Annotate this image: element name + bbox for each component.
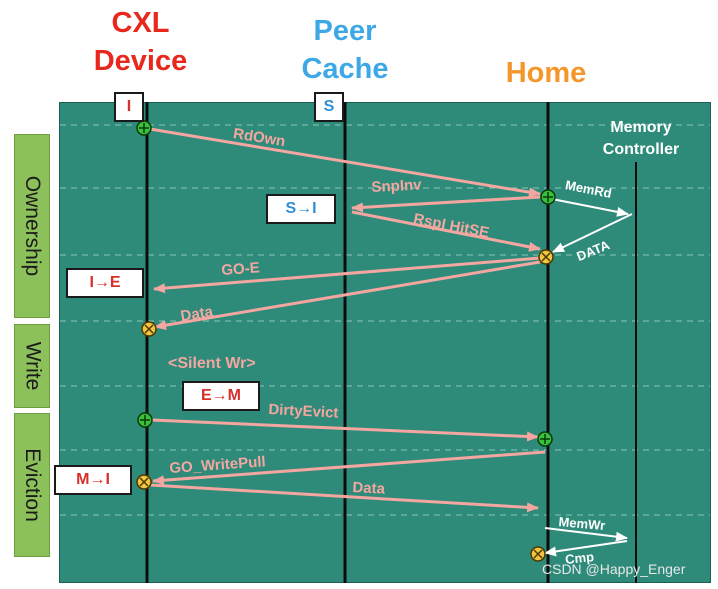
device-initial-state: I xyxy=(114,92,144,122)
memory-controller-label: Memory Controller xyxy=(602,119,680,158)
data1-arrow xyxy=(154,260,541,331)
phase-write: Write xyxy=(14,324,50,408)
peer-initial-state: S xyxy=(314,92,344,122)
dirtyevict-label: DirtyEvict xyxy=(268,401,339,422)
data2-label: Data xyxy=(352,479,386,498)
diagram-panel xyxy=(59,102,711,583)
memrd-arrow xyxy=(551,198,629,217)
home-header: Home xyxy=(505,57,587,89)
send-marker xyxy=(540,189,556,205)
receive-marker xyxy=(136,474,152,490)
gowritepull-arrow xyxy=(152,450,546,486)
phase-eviction: Eviction xyxy=(14,413,50,557)
device-state-change-em: E→M xyxy=(182,381,260,411)
cxl-device-header: CXL Device xyxy=(93,7,188,77)
send-marker xyxy=(537,431,553,447)
rdown-arrow xyxy=(149,127,541,198)
rspi-arrow xyxy=(351,210,541,252)
phase-ownership: Ownership xyxy=(14,134,50,318)
device-state-change-ie: I→E xyxy=(66,268,144,298)
goe-label: GO-E xyxy=(220,259,261,279)
peer-cache-header: Peer Cache xyxy=(301,15,389,85)
cmp-arrow xyxy=(544,540,628,557)
send-marker xyxy=(137,412,153,428)
mem-data-arrow xyxy=(552,213,633,253)
snpinv-label: SnpInv xyxy=(371,176,422,196)
goe-arrow xyxy=(153,256,541,294)
watermark: CSDN @Happy_Enger xyxy=(542,561,686,577)
snpinv-arrow xyxy=(351,195,541,213)
device-state-change-mi: M→I xyxy=(54,465,132,495)
peer-state-change: S→I xyxy=(266,194,336,224)
data2-arrow xyxy=(149,483,539,513)
receive-marker xyxy=(530,546,546,562)
silent-write-label: <Silent Wr> xyxy=(168,355,256,372)
memwr-arrow xyxy=(544,527,628,542)
receive-marker xyxy=(538,249,554,265)
phase-separators xyxy=(60,124,710,516)
send-marker xyxy=(136,120,152,136)
receive-marker xyxy=(141,321,157,337)
dirtyevict-arrow xyxy=(151,418,539,442)
